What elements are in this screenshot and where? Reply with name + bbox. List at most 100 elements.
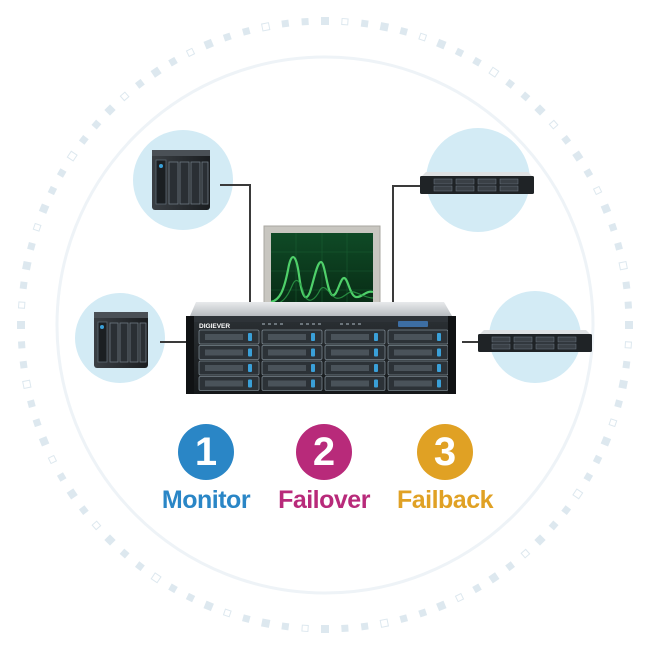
ring-dot bbox=[618, 379, 628, 390]
ring-dot bbox=[561, 134, 572, 145]
nas-4-bay-bottom-left bbox=[94, 312, 148, 368]
step-3-number-badge: 3 bbox=[417, 424, 473, 480]
drive-bay bbox=[387, 329, 449, 345]
ring-dot bbox=[454, 47, 465, 58]
ring-dot bbox=[56, 168, 67, 178]
ring-dot bbox=[614, 242, 623, 251]
step-2-number-badge: 2 bbox=[296, 424, 352, 480]
ring-dot bbox=[418, 608, 428, 618]
network-cables bbox=[160, 184, 482, 343]
ring-dot bbox=[203, 600, 214, 612]
ring-dot bbox=[622, 281, 631, 290]
ring-dot bbox=[583, 168, 594, 178]
ring-dot bbox=[66, 488, 78, 500]
waveform-line bbox=[270, 256, 374, 304]
step-monitor: 1 Monitor bbox=[141, 424, 271, 515]
drive-bay bbox=[261, 376, 323, 391]
ring-dot bbox=[360, 19, 369, 28]
ring-dot bbox=[185, 592, 196, 603]
rack-server-top-right bbox=[420, 172, 534, 194]
ring-dot bbox=[614, 399, 623, 408]
step-failover: 2 Failover bbox=[259, 424, 389, 515]
ring-dot bbox=[360, 622, 369, 631]
ring-dot bbox=[78, 134, 89, 145]
ring-dot bbox=[260, 618, 271, 628]
drive-bay bbox=[324, 345, 386, 360]
ring-dot bbox=[321, 625, 329, 633]
ring-dot bbox=[281, 622, 290, 631]
ring-dot bbox=[27, 399, 36, 408]
ring-dot bbox=[454, 592, 465, 603]
ring-dot bbox=[32, 418, 42, 428]
ring-dot bbox=[168, 56, 178, 67]
ring-dot bbox=[301, 17, 309, 26]
ring-dot bbox=[47, 185, 58, 196]
ring-dot bbox=[134, 561, 145, 572]
ring-dot bbox=[17, 301, 26, 309]
ring-dot bbox=[341, 17, 349, 26]
ring-dot bbox=[91, 520, 102, 531]
ring-dot bbox=[242, 614, 251, 623]
nas-4-bay-top-left bbox=[152, 150, 210, 210]
ring-dot bbox=[505, 561, 516, 572]
ring-dot bbox=[534, 104, 546, 116]
step-3-label: Failback bbox=[396, 486, 494, 514]
ring-dot bbox=[38, 203, 50, 214]
ring-dot bbox=[600, 436, 612, 447]
ring-dot bbox=[379, 22, 390, 32]
ring-dot bbox=[548, 520, 559, 531]
ring-dot bbox=[488, 66, 500, 78]
ring-dot bbox=[520, 548, 531, 559]
ring-dot bbox=[242, 27, 251, 36]
cable-top-right bbox=[392, 185, 422, 310]
ring-dot bbox=[17, 341, 26, 349]
ring-dot bbox=[47, 454, 58, 465]
ring-dot bbox=[321, 17, 329, 25]
ring-dot bbox=[624, 301, 633, 309]
ring-dot bbox=[78, 505, 89, 516]
ring-dot bbox=[19, 281, 28, 290]
ring-dot bbox=[119, 91, 130, 102]
drive-bay bbox=[324, 329, 386, 345]
step-1-number-badge: 1 bbox=[178, 424, 234, 480]
drive-bay bbox=[261, 329, 323, 345]
ring-dot bbox=[534, 534, 546, 546]
drive-bay bbox=[387, 345, 449, 360]
ring-dot bbox=[472, 56, 482, 67]
ring-dot bbox=[622, 360, 631, 369]
ring-dot bbox=[436, 38, 447, 50]
drive-bay bbox=[198, 360, 260, 376]
ring-dot bbox=[379, 618, 390, 628]
ring-dot bbox=[66, 150, 78, 162]
ring-dot bbox=[520, 91, 531, 102]
ring-dot bbox=[488, 572, 500, 584]
ring-dot bbox=[418, 32, 428, 42]
ring-dot bbox=[119, 548, 130, 559]
ring-dot bbox=[548, 119, 559, 130]
ring-dot bbox=[281, 19, 290, 28]
brand-logo: DIGIEVER bbox=[199, 323, 230, 330]
ring-dot bbox=[185, 47, 196, 58]
ring-dot bbox=[399, 614, 408, 623]
ring-dot bbox=[592, 454, 603, 465]
ring-dot bbox=[592, 185, 603, 196]
step-2-label: Failover bbox=[278, 486, 370, 514]
ring-dot bbox=[150, 66, 162, 78]
ring-dot bbox=[600, 203, 612, 214]
drive-bay bbox=[387, 360, 449, 376]
ring-dot bbox=[608, 222, 618, 232]
drive-bay bbox=[198, 376, 260, 391]
rack-server-bottom-right bbox=[478, 330, 592, 352]
main-nvr-rack: DIGIEVER bbox=[186, 302, 456, 394]
drive-bay-grid bbox=[198, 329, 449, 391]
ring-dot bbox=[624, 341, 633, 349]
drive-bay bbox=[324, 376, 386, 391]
ring-dot bbox=[608, 418, 618, 428]
monitor-display bbox=[263, 225, 381, 315]
ring-dot bbox=[104, 534, 116, 546]
ring-dot bbox=[91, 119, 102, 130]
ring-dot bbox=[505, 78, 516, 89]
ring-dot bbox=[32, 222, 42, 232]
ring-dot bbox=[38, 436, 50, 447]
ring-dot bbox=[436, 600, 447, 612]
